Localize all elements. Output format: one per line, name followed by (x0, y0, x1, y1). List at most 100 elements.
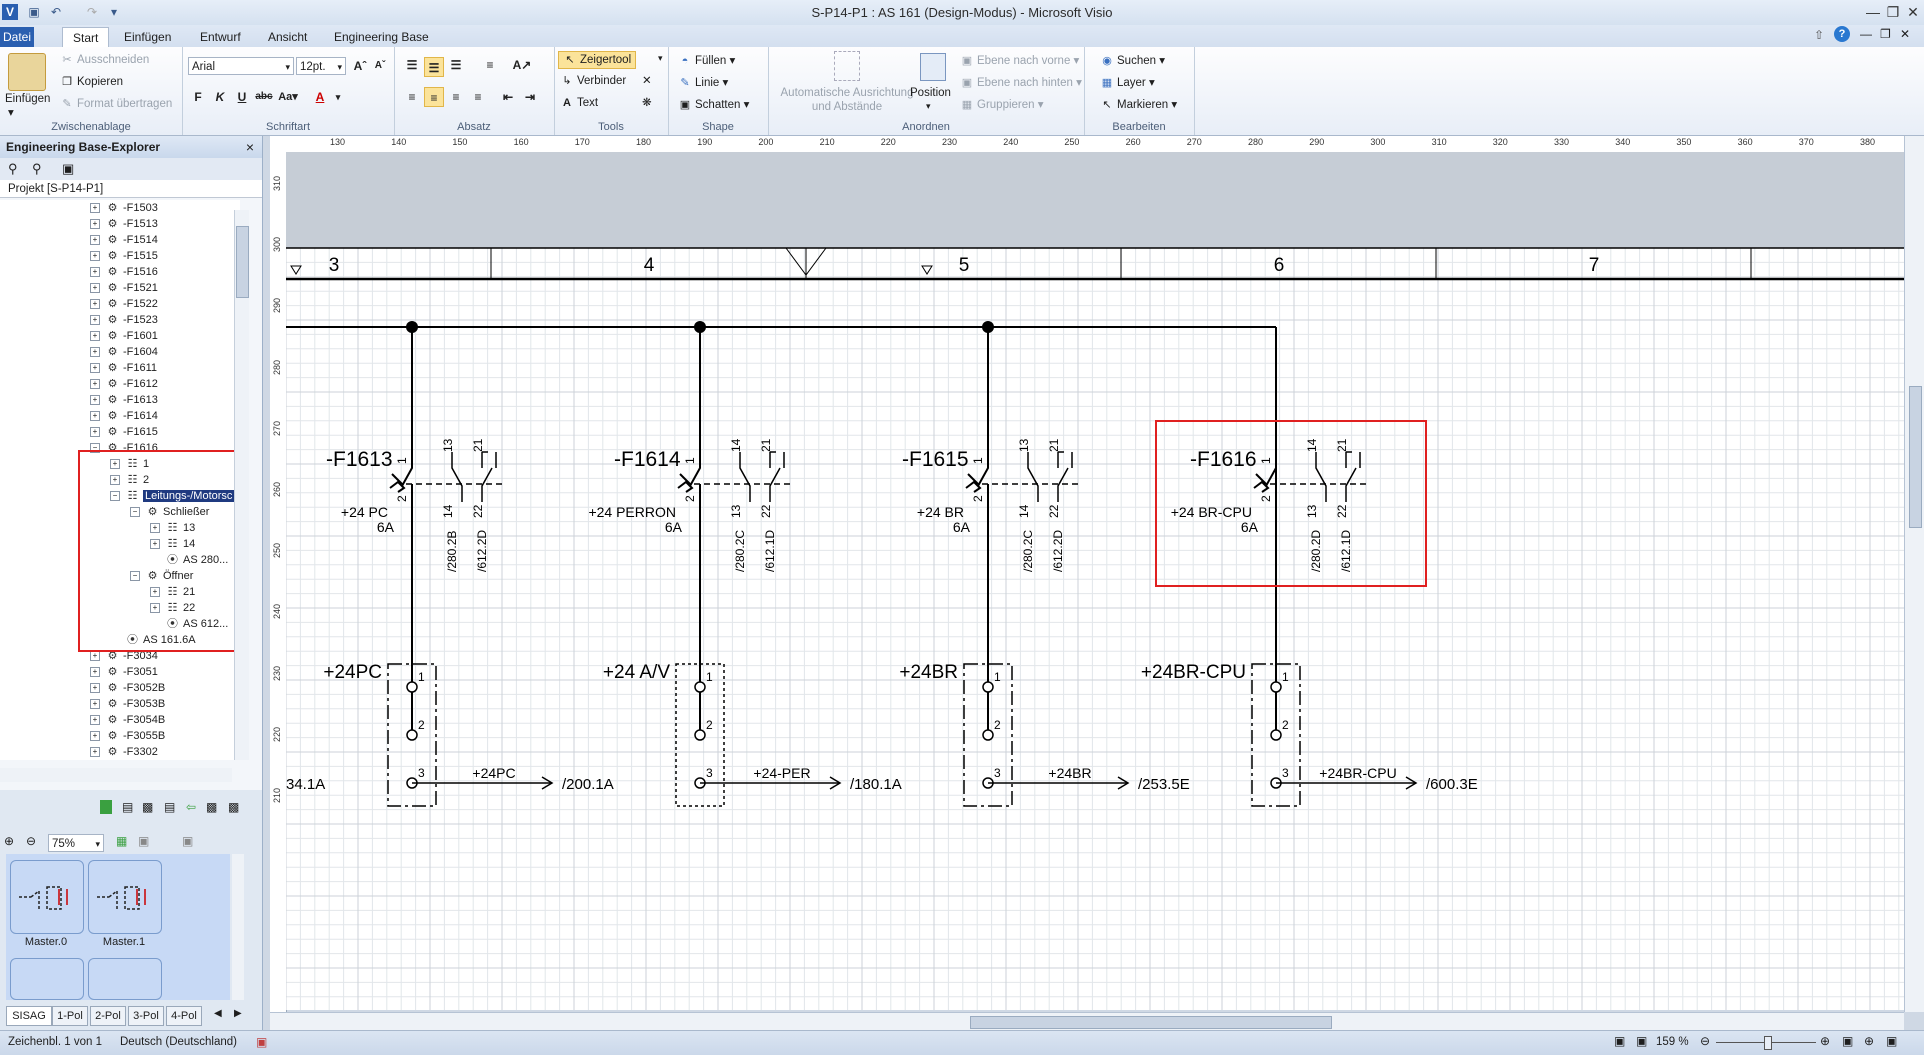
bold-icon[interactable]: F (194, 90, 202, 104)
tree-node[interactable]: +⚙-F1522 (90, 296, 158, 312)
expand-icon[interactable]: + (90, 747, 100, 758)
underline-icon[interactable]: U (237, 90, 247, 104)
tab-entwurf[interactable]: Entwurf (200, 30, 241, 44)
paste-button[interactable]: Einfügen (5, 93, 51, 105)
font-family-select[interactable]: Arial▾ (188, 57, 294, 75)
bullets-icon[interactable]: ≡ (486, 58, 494, 72)
align-right-icon[interactable]: ≡ (452, 90, 460, 104)
tree-node[interactable]: +⚙-F1604 (90, 344, 158, 360)
explorer-close-icon[interactable]: × (245, 139, 254, 155)
tree-node[interactable]: +⚙-F1513 (90, 216, 158, 232)
language-indicator[interactable]: Deutsch (Deutschland) (120, 1036, 237, 1048)
tree-node[interactable]: +⚙-F1601 (90, 328, 158, 344)
tree-node[interactable]: +⚙-F1521 (90, 280, 158, 296)
visio-app-icon[interactable]: V (2, 4, 18, 20)
tabs-next-icon[interactable]: ▶ (234, 1008, 242, 1019)
macro-record-icon[interactable]: ▣ (256, 1035, 268, 1049)
tree-node[interactable]: +☷22 (150, 600, 195, 616)
auto-align-label-2[interactable]: und Abstände (811, 101, 883, 113)
tree-node[interactable]: +⚙-F1612 (90, 376, 158, 392)
expand-icon[interactable]: + (110, 459, 120, 470)
folder-tree-icon[interactable]: ▩ (228, 800, 240, 814)
strikethrough-icon[interactable]: abc (255, 91, 273, 102)
zoom-in-icon[interactable]: ⊕ (4, 834, 15, 848)
tree-node[interactable]: +⚙-F1514 (90, 232, 158, 248)
document-icon[interactable]: ▤ (164, 800, 176, 814)
folder-open-icon[interactable]: ▩ (142, 800, 154, 814)
connector-button[interactable]: ↳Verbinder (560, 74, 626, 88)
expand-icon[interactable]: + (90, 299, 100, 310)
shadow-button[interactable]: ▣Schatten ▾ (679, 98, 750, 111)
expand-icon[interactable]: + (150, 587, 160, 598)
customize-quick-access-icon[interactable]: ▾ (110, 5, 118, 19)
group-button[interactable]: ▦Gruppieren ▾ (961, 98, 1044, 111)
help-icon[interactable]: ? (1834, 26, 1850, 42)
expand-icon[interactable]: + (150, 603, 160, 614)
tabs-prev-icon[interactable]: ◀ (214, 1008, 222, 1019)
canvas-horizontal-scrollbar[interactable] (270, 1012, 1904, 1031)
expand-icon[interactable]: + (90, 251, 100, 262)
align-center-icon[interactable]: ≡ (424, 87, 444, 107)
pointer-tool-button[interactable]: ↖Zeigertool (558, 51, 637, 69)
expand-icon[interactable]: + (90, 699, 100, 710)
fit-page-icon[interactable]: ▣ (1842, 1034, 1854, 1048)
increase-indent-icon[interactable]: ⇥ (524, 90, 536, 104)
pan-zoom-icon[interactable]: ⊕ (1864, 1034, 1875, 1048)
tree-node[interactable]: ⦿AS 612... (166, 616, 228, 632)
zoom-out-icon[interactable]: ⊖ (26, 834, 37, 848)
save-icon[interactable]: ▣ (28, 5, 40, 19)
page-indicator[interactable]: Zeichenbl. 1 von 1 (8, 1036, 102, 1048)
close-tool-icon[interactable]: ✕ (642, 75, 652, 87)
expand-icon[interactable]: + (90, 219, 100, 230)
font-color-dropdown-icon[interactable]: ▾ (335, 92, 341, 102)
bring-forward-button[interactable]: ▣Ebene nach vorne ▾ (961, 54, 1080, 67)
expand-icon[interactable]: + (90, 395, 100, 406)
tree-node[interactable]: +⚙-F1523 (90, 312, 158, 328)
send-backward-button[interactable]: ▣Ebene nach hinten ▾ (961, 76, 1082, 89)
tab-4-pol[interactable]: 4-Pol (166, 1006, 202, 1026)
expand-icon[interactable]: + (90, 379, 100, 390)
collapse-icon[interactable]: − (110, 491, 120, 502)
expand-icon[interactable]: + (90, 315, 100, 326)
tree-vertical-scrollbar[interactable] (234, 210, 249, 760)
properties-icon[interactable]: ▣ (182, 834, 194, 848)
align-top-icon[interactable]: ☰ (406, 58, 418, 72)
align-middle-icon[interactable]: ☰ (424, 57, 444, 77)
italic-icon[interactable]: K (215, 90, 225, 104)
tree-node[interactable]: +☷21 (150, 584, 195, 600)
line-button[interactable]: ✎Linie ▾ (678, 75, 728, 90)
doc-restore-icon[interactable]: ❐ (1880, 27, 1891, 41)
tab-ansicht[interactable]: Ansicht (268, 30, 308, 44)
expand-icon[interactable]: + (150, 539, 160, 550)
tree-node[interactable]: +⚙-F1516 (90, 264, 158, 280)
tab-start[interactable]: Start (62, 27, 110, 48)
shrink-font-icon[interactable]: Aˇ (374, 60, 386, 71)
tree-node[interactable]: +⚙-F1613 (90, 392, 158, 408)
tree-node[interactable]: −⚙Schließer (130, 504, 209, 520)
list-view-icon[interactable]: ▣ (138, 834, 150, 848)
scroll-thumb[interactable] (236, 226, 249, 298)
zoom-level[interactable]: 159 % (1656, 1036, 1689, 1048)
find-button[interactable]: ◉Suchen ▾ (1100, 53, 1165, 68)
tree-node[interactable]: +⚙-F3302 (90, 744, 158, 760)
expand-icon[interactable]: + (90, 715, 100, 726)
full-page-icon[interactable]: ▣ (1614, 1034, 1626, 1048)
grid-view-icon[interactable]: ▦ (116, 834, 128, 848)
zoom-in-status-icon[interactable]: ⊕ (1820, 1034, 1831, 1048)
tree-node[interactable]: +☷2 (110, 472, 149, 488)
tree-node[interactable]: +⚙-F1515 (90, 248, 158, 264)
canvas-hscroll-thumb[interactable] (970, 1016, 1332, 1029)
expand-icon[interactable]: + (90, 267, 100, 278)
position-button[interactable]: Position (910, 87, 951, 99)
expand-icon[interactable]: + (90, 651, 100, 662)
position-icon[interactable] (920, 53, 946, 81)
doc-close-icon[interactable]: ✕ (1900, 27, 1911, 41)
back-arrow-icon[interactable]: ⇦ (186, 800, 197, 814)
tab-2-pol[interactable]: 2-Pol (90, 1006, 126, 1026)
redo-icon[interactable]: ↷ (86, 5, 98, 19)
grow-font-icon[interactable]: Aˆ (353, 59, 367, 73)
stencil-master-3[interactable] (88, 958, 162, 1000)
expand-icon[interactable]: + (90, 283, 100, 294)
align-left-icon[interactable]: ≡ (408, 90, 416, 104)
